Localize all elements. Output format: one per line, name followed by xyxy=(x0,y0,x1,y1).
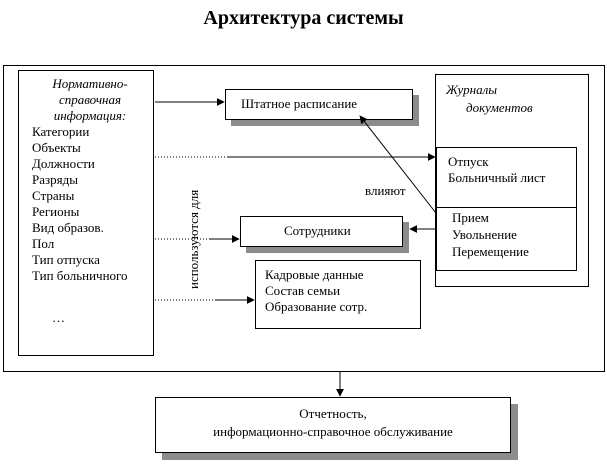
journals-item: Увольнение xyxy=(452,227,517,242)
reporting-box xyxy=(155,397,511,453)
employees-label: Сотрудники xyxy=(284,223,351,238)
journals-item: Прием xyxy=(452,210,489,225)
nsi-item: Категории xyxy=(32,124,90,139)
employees-box xyxy=(240,216,403,247)
nsi-heading-1: Нормативно- xyxy=(52,76,128,91)
nsi-item: Страны xyxy=(32,188,75,203)
nsi-heading-2: справочная xyxy=(58,92,122,107)
arrow-journals-staffing xyxy=(359,115,437,214)
journals-item: Отпуск xyxy=(448,154,489,169)
diagram-title: Архитектура системы xyxy=(203,7,404,29)
influence-label: влияют xyxy=(365,183,406,198)
personnel-box xyxy=(255,260,421,329)
nsi-item: Должности xyxy=(32,156,95,171)
nsi-item: Тип больничного xyxy=(32,268,128,283)
nsi-item: Разряды xyxy=(32,172,78,187)
nsi-item: Пол xyxy=(32,236,55,251)
journals-item: Перемещение xyxy=(452,244,529,259)
staffing-label: Штатное расписание xyxy=(241,96,358,111)
nsi-item: Тип отпуска xyxy=(32,252,100,267)
journals-heading-2: документов xyxy=(466,100,533,115)
reporting-line-2: информационно-справочное обслуживание xyxy=(213,424,453,439)
nsi-ellipsis: … xyxy=(52,310,65,325)
nsi-box xyxy=(18,70,154,356)
nsi-item: Вид образов. xyxy=(32,220,104,235)
personnel-item: Состав семьи xyxy=(265,283,341,298)
journals-heading-1: Журналы xyxy=(446,82,498,97)
staffing-box xyxy=(225,89,413,120)
nsi-item: Регионы xyxy=(32,204,80,219)
personnel-item: Образование сотр. xyxy=(265,299,368,314)
personnel-item: Кадровые данные xyxy=(265,267,364,282)
nsi-item: Объекты xyxy=(32,140,81,155)
journals-group-2 xyxy=(436,207,577,271)
reporting-line-1: Отчетность, xyxy=(299,406,367,421)
journals-item: Больничный лист xyxy=(448,170,546,185)
journals-group-1 xyxy=(436,147,577,208)
nsi-heading-3: информация: xyxy=(53,108,127,123)
